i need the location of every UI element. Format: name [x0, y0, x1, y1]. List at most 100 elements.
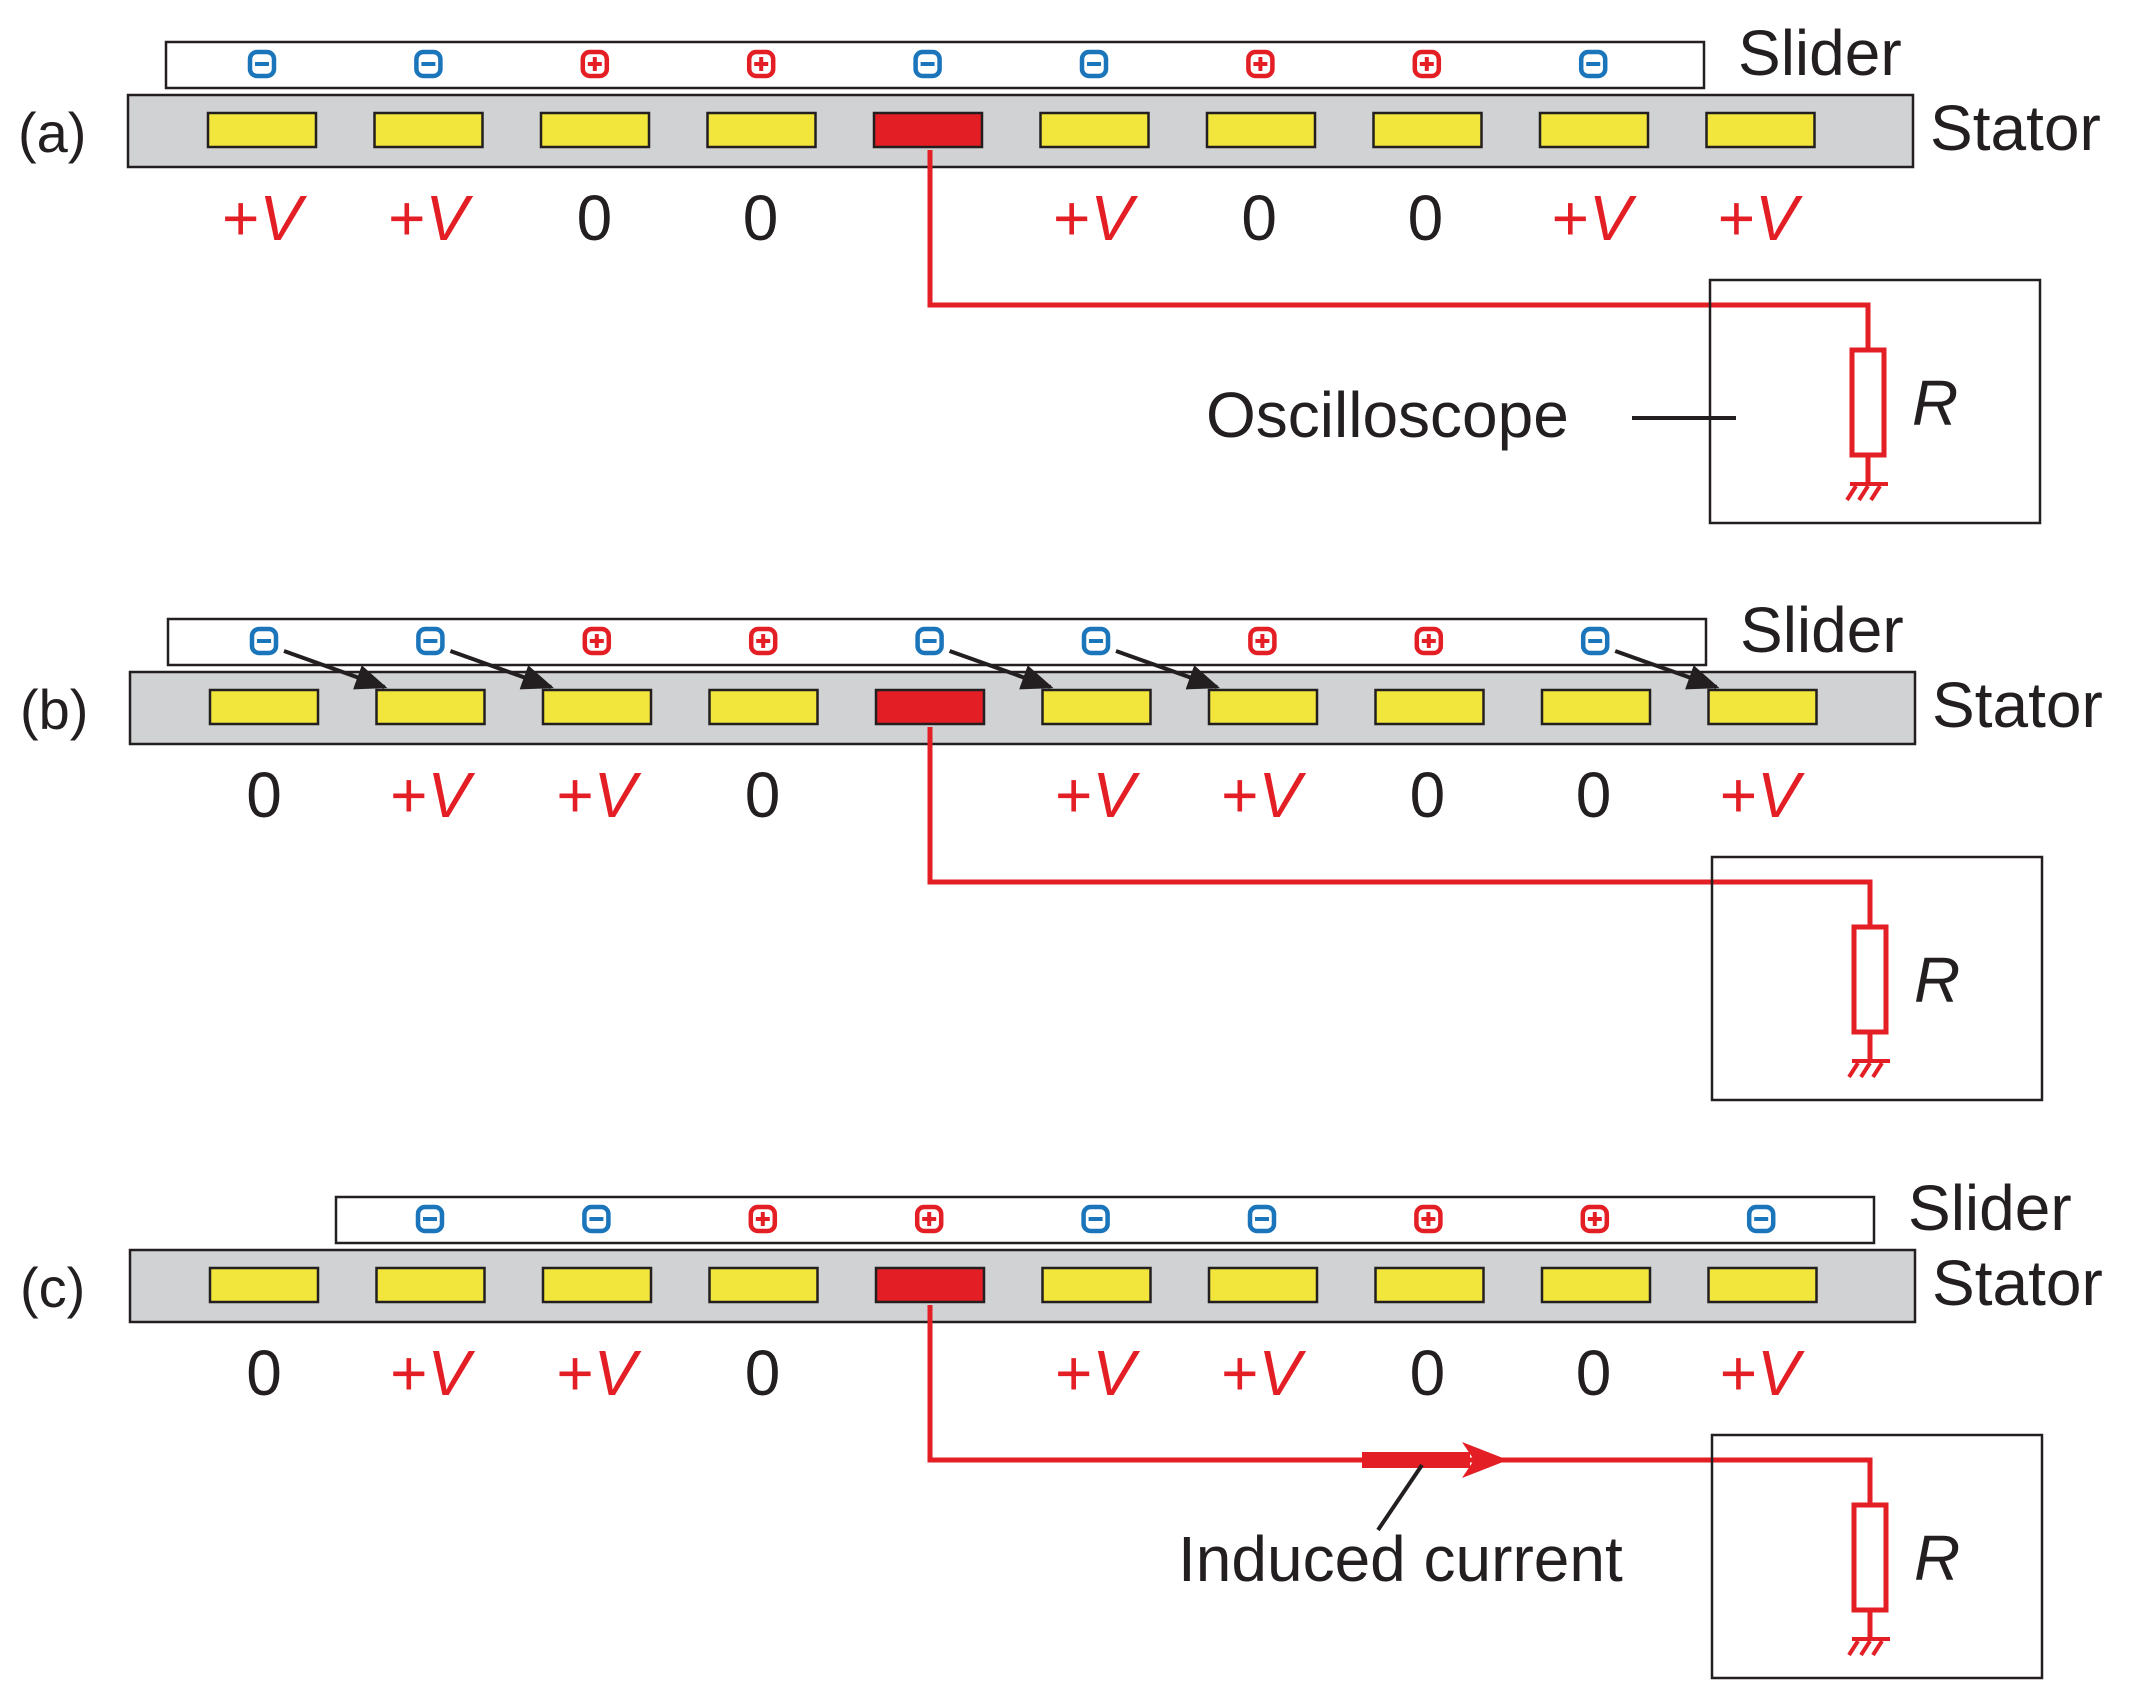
electrode-voltage-label: 0	[1576, 1337, 1612, 1409]
induced-current-arrow-head	[1462, 1442, 1508, 1478]
negative-charge-icon	[1081, 626, 1111, 656]
slider-label: Slider	[1738, 17, 1902, 89]
oscilloscope-box	[1710, 1433, 2044, 1680]
electrode-voltage-label: 0	[1410, 759, 1446, 831]
negative-charge-icon	[913, 49, 942, 79]
electrode	[1707, 1266, 1818, 1304]
electrode-row	[208, 688, 1818, 726]
electrode-active	[874, 688, 986, 726]
negative-charge-icon	[247, 49, 277, 79]
negative-charge-icon	[1578, 49, 1608, 79]
electrode-voltage-label: +V	[1720, 759, 1805, 831]
ground-icon	[1847, 1637, 1890, 1657]
ground-icon	[1847, 1059, 1890, 1079]
resistor-label: R	[1914, 944, 1960, 1016]
resistor	[1851, 1502, 1889, 1613]
electrode-voltage-label: 0	[577, 182, 613, 254]
charge-transfer-arrow	[1614, 649, 1720, 690]
ground-icon	[1845, 482, 1888, 502]
charge-row	[249, 626, 1610, 656]
electrode-voltage-label: +V	[556, 759, 641, 831]
electrode	[1538, 111, 1650, 149]
electrode	[373, 111, 484, 149]
negative-charge-icon	[249, 626, 279, 656]
negative-charge-icon	[915, 626, 944, 656]
charge-transfer-arrow	[948, 649, 1054, 690]
electrode-voltage-label: 0	[743, 182, 779, 254]
electrode-voltage-label: +V	[1055, 759, 1140, 831]
positive-charge-icon	[582, 626, 612, 656]
electrode-voltage-label: +V	[390, 759, 475, 831]
electrode	[1372, 111, 1483, 149]
electrode-voltage-label: 0	[1576, 759, 1612, 831]
electrode	[541, 1266, 653, 1304]
electrode	[1205, 111, 1317, 149]
negative-charge-icon	[1247, 1204, 1277, 1234]
panel-label: (a)	[18, 101, 86, 164]
negative-charge-icon	[415, 1204, 445, 1234]
negative-charge-icon	[1580, 626, 1610, 656]
positive-charge-icon	[748, 626, 778, 656]
electrode-active	[874, 1266, 986, 1304]
positive-charge-icon	[1248, 626, 1277, 656]
electrode	[1041, 1266, 1152, 1304]
electrode	[1540, 688, 1652, 726]
charge-transfer-arrows	[283, 649, 1720, 690]
electrode-voltage-label: 0	[745, 759, 781, 831]
positive-charge-icon	[748, 1204, 778, 1234]
positive-charge-icon	[1246, 49, 1275, 79]
induced-current-label: Induced current	[1178, 1523, 1623, 1595]
electrode	[1540, 1266, 1652, 1304]
electrode	[375, 688, 486, 726]
slider-label: Slider	[1740, 594, 1904, 666]
output-wire	[927, 727, 1873, 927]
charge-transfer-arrow	[283, 649, 388, 690]
electrode-voltage-label: 0	[1410, 1337, 1446, 1409]
electrode-row	[208, 1266, 1818, 1304]
positive-charge-icon	[914, 1204, 944, 1234]
electrode-voltage-label: 0	[246, 759, 282, 831]
electrode	[208, 1266, 320, 1304]
negative-charge-icon	[1746, 1204, 1776, 1234]
charge-transfer-arrow	[449, 649, 555, 690]
voltage-row: 0 +V +V 0 +V +V 0 0 +V	[246, 759, 1805, 831]
electrode-voltage-label: +V	[556, 1337, 641, 1409]
electrode-voltage-label: +V	[1221, 759, 1306, 831]
resistor	[1851, 924, 1889, 1035]
output-wire	[927, 150, 1871, 350]
electrode-voltage-label: +V	[390, 1337, 475, 1409]
electrode	[375, 1266, 486, 1304]
stator-label: Stator	[1932, 1247, 2103, 1319]
positive-charge-icon	[1414, 1204, 1443, 1234]
negative-charge-icon	[416, 626, 445, 656]
resistor-label: R	[1912, 367, 1958, 439]
electrode-voltage-label: +V	[1055, 1337, 1140, 1409]
negative-charge-icon	[582, 1204, 611, 1234]
electrode	[1707, 688, 1818, 726]
electrode	[1207, 688, 1319, 726]
resistor-label: R	[1914, 1522, 1960, 1594]
panel-label: (c)	[20, 1256, 85, 1319]
electrode	[1374, 1266, 1485, 1304]
electrode-voltage-label: 0	[1241, 182, 1277, 254]
electrode	[1207, 1266, 1319, 1304]
electrode-voltage-label: 0	[246, 1337, 282, 1409]
oscilloscope-box	[1710, 855, 2044, 1102]
electrode	[1705, 111, 1816, 149]
panel-label: (b)	[20, 678, 88, 741]
electrode-active	[872, 111, 984, 149]
electrode	[539, 111, 651, 149]
negative-charge-icon	[1081, 1204, 1110, 1234]
positive-charge-icon	[1580, 1204, 1610, 1234]
electrode-voltage-label: +V	[222, 182, 307, 254]
positive-charge-icon	[580, 49, 610, 79]
positive-charge-icon	[746, 49, 776, 79]
electrode	[541, 688, 653, 726]
electrode-voltage-label: 0	[1408, 182, 1444, 254]
slider-label: Slider	[1908, 1172, 2072, 1244]
electrode-voltage-label: +V	[1221, 1337, 1306, 1409]
